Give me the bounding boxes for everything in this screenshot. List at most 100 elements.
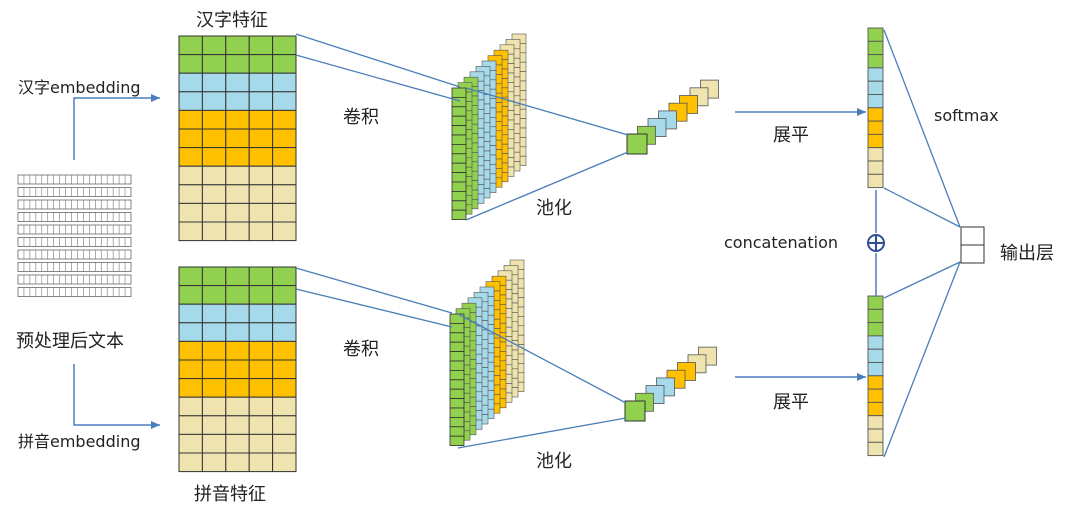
matrix-cell — [248, 378, 274, 398]
preprocessed-text-label: 预处理后文本 — [16, 331, 124, 352]
matrix-cell — [201, 378, 227, 398]
matrix-cell — [248, 72, 274, 93]
pool-cell — [626, 133, 648, 155]
softmax-label: softmax — [934, 106, 999, 125]
conv-filter-cell — [449, 341, 465, 353]
conv-filter-cell — [449, 435, 465, 447]
matrix-cell — [225, 322, 250, 342]
conv-filter-cell — [451, 115, 467, 126]
concat-symbol — [867, 234, 885, 252]
conv-filter-cell — [451, 106, 467, 117]
flat-cell — [867, 362, 884, 377]
matrix-cell — [225, 165, 250, 186]
concatenation-label: concatenation — [724, 233, 838, 252]
matrix-cell — [178, 165, 203, 186]
matrix-cell — [201, 396, 227, 417]
pool-line-top-2 — [465, 151, 629, 221]
matrix-cell — [225, 221, 250, 242]
matrix-cell — [201, 72, 227, 93]
conv-filter-cell — [449, 398, 465, 409]
pool-top-label: 池化 — [536, 198, 572, 219]
matrix-cell — [225, 202, 250, 223]
matrix-cell — [272, 147, 297, 167]
matrix-cell — [248, 396, 274, 417]
matrix-cell — [178, 147, 203, 167]
conv-filter-cell — [449, 360, 465, 371]
matrix-cell — [225, 128, 250, 149]
matrix-cell — [201, 266, 227, 287]
matrix-cell — [272, 396, 297, 417]
matrix-cell — [178, 128, 203, 149]
matrix-cell — [272, 35, 297, 56]
matrix-cell — [248, 35, 274, 56]
matrix-cell — [248, 303, 274, 324]
matrix-cell — [225, 415, 250, 435]
flatten-bottom-label: 展平 — [773, 392, 809, 413]
matrix-cell — [225, 285, 250, 305]
matrix-cell — [201, 322, 227, 342]
pinyin-features-label: 拼音特征 — [194, 484, 266, 505]
matrix-cell — [272, 303, 297, 324]
conv-filter-cell — [451, 125, 467, 136]
flat-cell — [867, 160, 884, 175]
matrix-cell — [178, 340, 203, 361]
flat-cell — [867, 375, 884, 390]
conv-filter-cell — [451, 87, 467, 98]
matrix-cell — [201, 202, 227, 223]
matrix-cell — [248, 340, 274, 361]
flat-cell — [867, 441, 884, 457]
conv-filter-cell — [451, 209, 467, 220]
matrix-cell — [225, 433, 250, 454]
flat-cell — [867, 308, 884, 324]
flat-cell — [867, 173, 884, 189]
matrix-cell — [248, 54, 274, 74]
conv-filter-cell — [449, 426, 465, 437]
pinyin-feature-matrix — [178, 266, 297, 473]
pinyin-conv-feature-maps — [449, 259, 525, 447]
conv-filter-cell — [449, 388, 465, 400]
flat-cell — [867, 401, 884, 417]
char-features-label: 汉字特征 — [196, 10, 268, 31]
matrix-cell — [178, 396, 203, 417]
text-row — [17, 262, 132, 272]
matrix-cell — [272, 452, 297, 473]
pinyin-pooling-stack — [624, 346, 717, 422]
conv-filter-cell — [449, 369, 465, 381]
text-row — [17, 199, 132, 210]
matrix-cell — [225, 359, 250, 380]
matrix-cell — [201, 433, 227, 454]
matrix-cell — [178, 184, 203, 204]
matrix-cell — [225, 72, 250, 93]
conv-bottom-label: 卷积 — [343, 339, 379, 360]
matrix-cell — [225, 35, 250, 56]
matrix-cell — [272, 378, 297, 398]
conv-filter-cell — [451, 181, 467, 192]
text-row — [17, 187, 132, 197]
matrix-cell — [272, 415, 297, 435]
flat-cell — [867, 120, 884, 135]
matrix-cell — [248, 452, 274, 473]
matrix-cell — [248, 184, 274, 204]
matrix-cell — [178, 303, 203, 324]
matrix-cell — [272, 221, 297, 242]
conv-line-top-1 — [295, 33, 461, 88]
matrix-cell — [248, 91, 274, 111]
output-layer-label: 输出层 — [1000, 243, 1054, 264]
matrix-cell — [225, 303, 250, 324]
conv-filter-cell — [451, 200, 467, 211]
matrix-cell — [201, 147, 227, 167]
flat-cell — [867, 415, 884, 430]
matrix-cell — [225, 378, 250, 398]
matrix-cell — [225, 54, 250, 74]
pool-cell — [624, 400, 646, 422]
conv-filter-cell — [449, 351, 465, 362]
matrix-cell — [248, 221, 274, 242]
matrix-cell — [201, 340, 227, 361]
conv-filter-cell — [451, 162, 467, 173]
char-pooling-stack — [626, 79, 719, 155]
matrix-cell — [225, 184, 250, 204]
flat-cell — [867, 27, 884, 42]
matrix-cell — [201, 54, 227, 74]
preprocessed-text-block — [17, 174, 132, 297]
pool-line-top-1 — [465, 87, 629, 136]
